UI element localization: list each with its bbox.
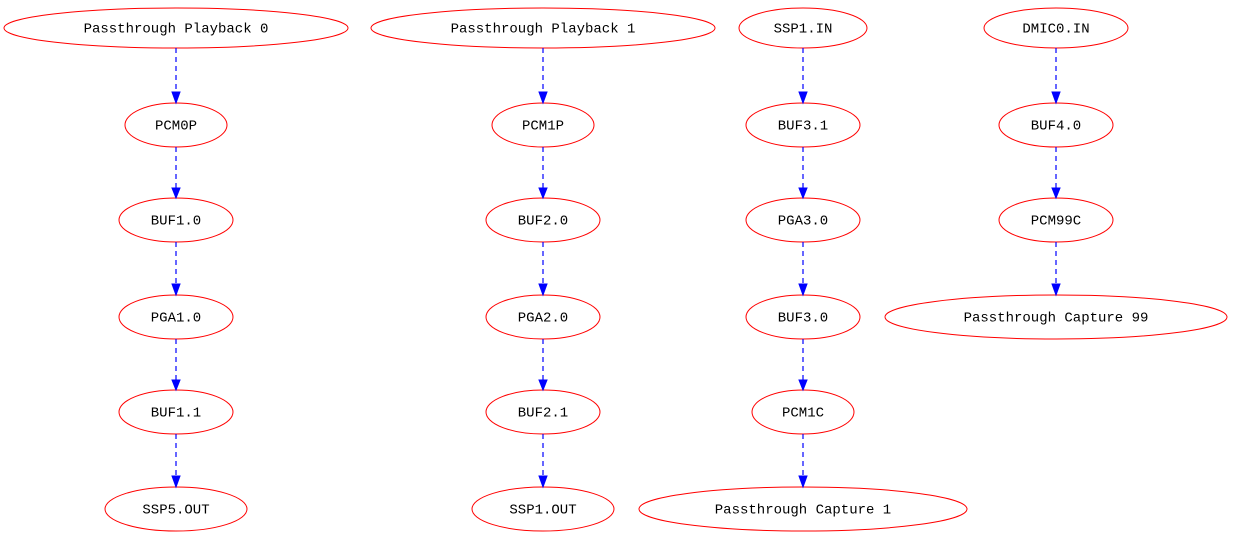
node-label: PCM1P: [522, 119, 564, 135]
edge-1-2: [538, 242, 548, 297]
edge-0-1: [171, 147, 181, 200]
edge-0-2: [171, 242, 181, 297]
node-label: BUF2.1: [518, 406, 568, 422]
node-buf2-0[interactable]: BUF2.0: [485, 197, 601, 243]
node-label: PGA1.0: [151, 311, 201, 327]
node-passthrough-capture-99[interactable]: Passthrough Capture 99: [884, 294, 1228, 340]
node-passthrough-capture-1[interactable]: Passthrough Capture 1: [638, 486, 968, 532]
edge-2-3: [798, 339, 808, 392]
edge-1-0: [538, 48, 548, 105]
node-pga2-0[interactable]: PGA2.0: [485, 294, 601, 340]
node-label: Passthrough Capture 1: [715, 503, 891, 519]
edge-1-4: [538, 434, 548, 489]
edge-3-2: [1051, 242, 1061, 297]
pipeline-0: Passthrough Playback 0 PCM0P BUF1.0 PGA1…: [3, 7, 349, 532]
node-label: BUF3.0: [778, 311, 828, 327]
node-passthrough-playback-0[interactable]: Passthrough Playback 0: [3, 7, 349, 49]
node-ssp1-in[interactable]: SSP1.IN: [738, 7, 868, 49]
node-buf1-0[interactable]: BUF1.0: [118, 197, 234, 243]
node-label: BUF3.1: [778, 119, 828, 135]
node-label: PCM1C: [782, 406, 824, 422]
edge-0-4: [171, 434, 181, 489]
node-pcm0p[interactable]: PCM0P: [124, 102, 228, 148]
edge-1-3: [538, 339, 548, 392]
node-label: PCM99C: [1031, 214, 1081, 230]
edge-2-1: [798, 147, 808, 200]
node-label: Passthrough Playback 0: [84, 22, 269, 38]
node-pga3-0[interactable]: PGA3.0: [745, 197, 861, 243]
edge-0-0: [171, 48, 181, 105]
node-buf2-1[interactable]: BUF2.1: [485, 389, 601, 435]
node-buf3-0[interactable]: BUF3.0: [745, 294, 861, 340]
edge-0-3: [171, 339, 181, 392]
node-label: BUF2.0: [518, 214, 568, 230]
node-passthrough-playback-1[interactable]: Passthrough Playback 1: [370, 7, 716, 49]
pipeline-2: SSP1.IN BUF3.1 PGA3.0 BUF3.0 PCM1C Passt…: [638, 7, 968, 532]
node-label: SSP1.IN: [774, 22, 833, 38]
edge-2-2: [798, 242, 808, 297]
node-pcm99c[interactable]: PCM99C: [998, 197, 1114, 243]
node-buf4-0[interactable]: BUF4.0: [998, 102, 1114, 148]
node-ssp5-out[interactable]: SSP5.OUT: [104, 486, 248, 532]
node-pcm1c[interactable]: PCM1C: [751, 389, 855, 435]
node-pcm1p[interactable]: PCM1P: [491, 102, 595, 148]
node-label: Passthrough Playback 1: [451, 22, 636, 38]
node-dmic0-in[interactable]: DMIC0.IN: [983, 7, 1129, 49]
pipeline-1: Passthrough Playback 1 PCM1P BUF2.0 PGA2…: [370, 7, 716, 532]
edge-3-0: [1051, 48, 1061, 105]
node-buf3-1[interactable]: BUF3.1: [745, 102, 861, 148]
edge-2-0: [798, 48, 808, 105]
node-label: BUF1.1: [151, 406, 201, 422]
edge-3-1: [1051, 147, 1061, 200]
node-label: PCM0P: [155, 119, 197, 135]
edge-1-1: [538, 147, 548, 200]
node-label: Passthrough Capture 99: [964, 311, 1149, 327]
node-label: DMIC0.IN: [1022, 22, 1089, 38]
node-label: BUF1.0: [151, 214, 201, 230]
node-ssp1-out[interactable]: SSP1.OUT: [471, 486, 615, 532]
node-buf1-1[interactable]: BUF1.1: [118, 389, 234, 435]
node-label: SSP1.OUT: [509, 503, 576, 519]
node-label: PGA2.0: [518, 311, 568, 327]
node-label: SSP5.OUT: [142, 503, 209, 519]
node-label: PGA3.0: [778, 214, 828, 230]
edge-2-4: [798, 434, 808, 489]
node-pga1-0[interactable]: PGA1.0: [118, 294, 234, 340]
node-label: BUF4.0: [1031, 119, 1081, 135]
pipeline-3: DMIC0.IN BUF4.0 PCM99C Passthrough Captu…: [884, 7, 1228, 340]
